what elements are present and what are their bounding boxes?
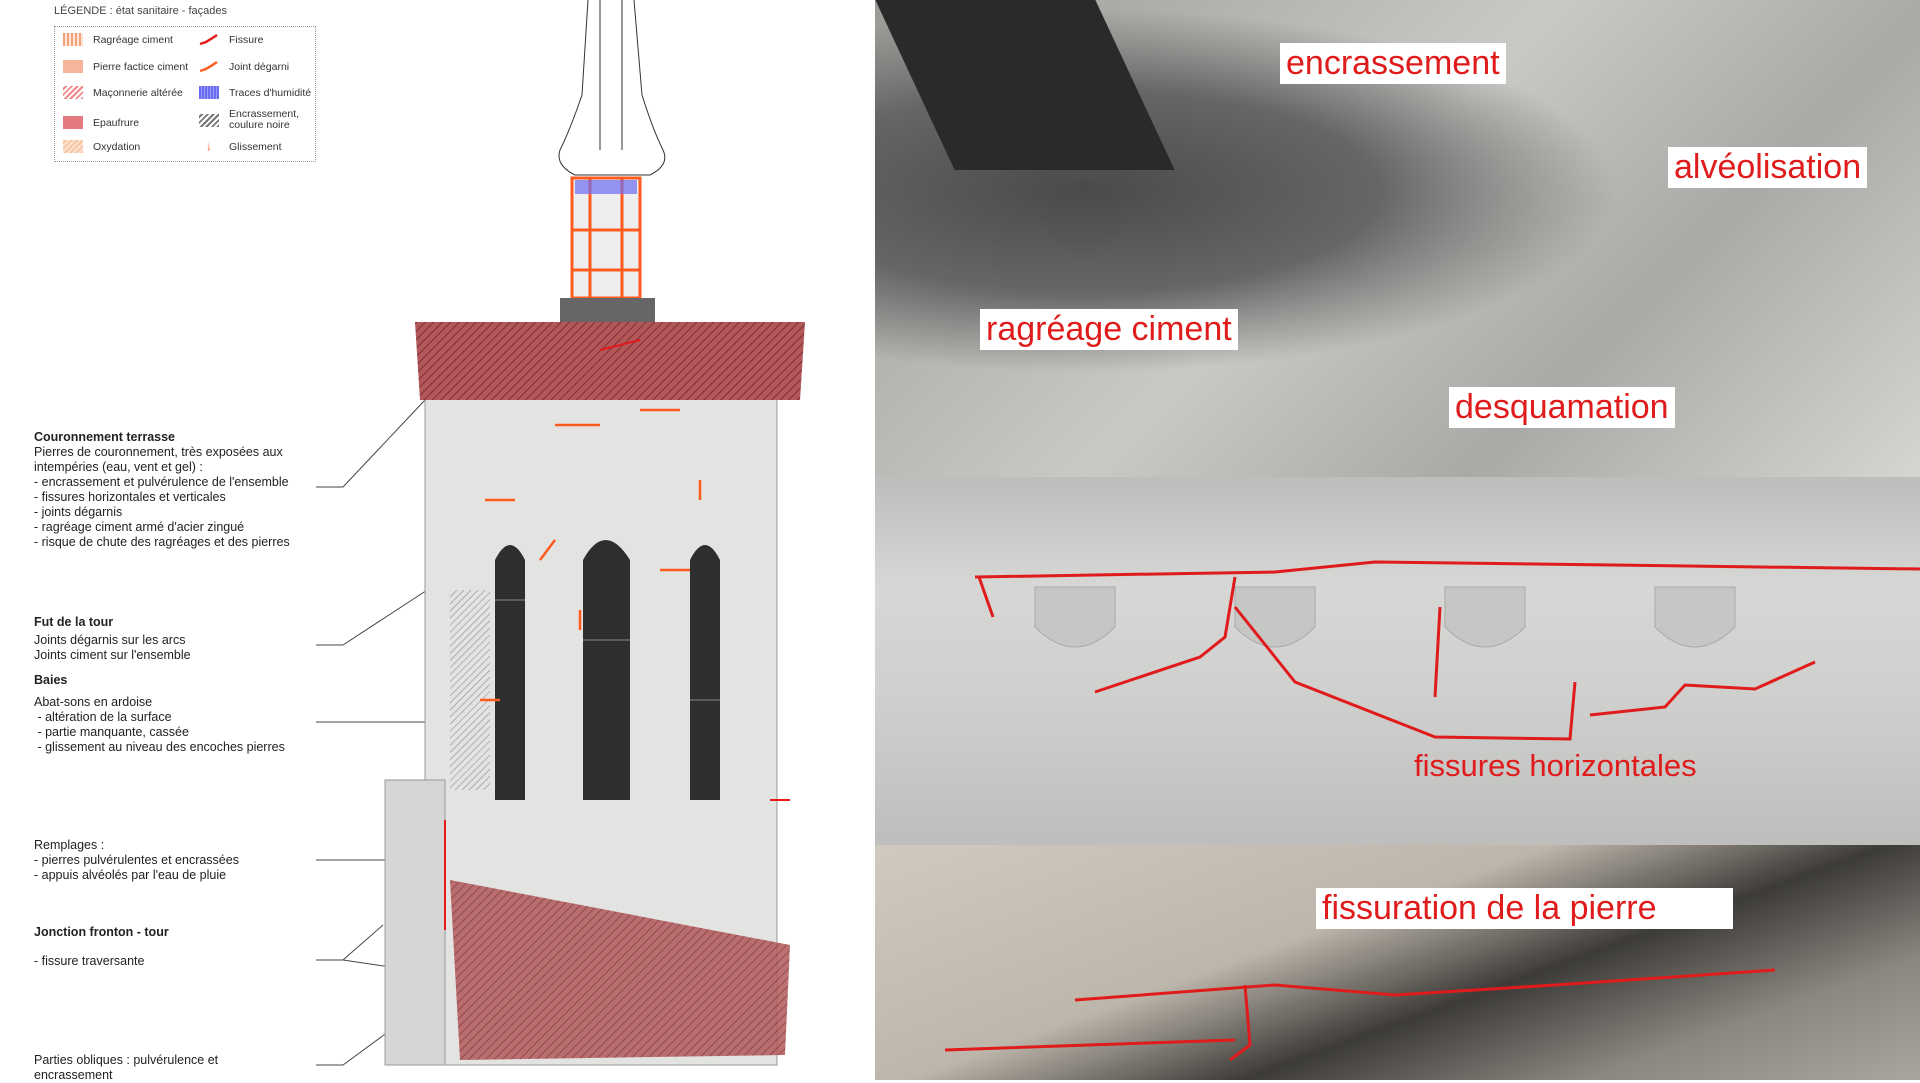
- joint-marks: [480, 408, 702, 702]
- legend-title: LÉGENDE : état sanitaire - façades: [54, 5, 228, 17]
- note-abat-sons: Abat-sons en ardoise - altération de la …: [34, 695, 285, 755]
- label-fissures-horizontales: fissures horizontales: [1414, 748, 1697, 783]
- note-line: Parties obliques : pulvérulence et: [34, 1053, 219, 1067]
- note-line: encrassement: [34, 1068, 113, 1082]
- solid-swatch-icon: [63, 60, 83, 73]
- note-line: Remplages :: [34, 838, 105, 852]
- legend-label: Traces d'humidité: [229, 86, 312, 99]
- crown-hatch: [415, 322, 805, 400]
- crack-overlay: [944, 968, 1776, 1062]
- grey-hatch-swatch-icon: [199, 113, 219, 127]
- note-line: - pierres pulvérulentes et encrassées: [34, 853, 239, 867]
- legend-item: Oxydation: [63, 140, 140, 153]
- vertical-hatch-swatch-icon: [63, 33, 83, 46]
- legend-label: Pierre factice ciment: [93, 60, 189, 73]
- spire: [558, 0, 666, 176]
- note-line: - partie manquante, cassée: [34, 725, 189, 739]
- note-line: Pierres de couronnement, très exposées a…: [34, 445, 283, 459]
- photo-cornice-cracks: fissures horizontales: [875, 477, 1920, 845]
- legend-label: Fissure: [229, 33, 264, 46]
- note-title: Baies: [34, 673, 68, 687]
- label-alveolisation: alvéolisation: [1668, 147, 1868, 188]
- legend-item: Pierre factice ciment: [63, 60, 188, 73]
- label-desquamation: desquamation: [1449, 387, 1675, 428]
- photo-shadow: [875, 0, 1175, 170]
- legend-label: Glissement: [229, 140, 282, 153]
- note-line: - altération de la surface: [34, 710, 172, 724]
- bay-louvres: [495, 540, 720, 800]
- note-line: Joints dégarnis sur les arcs: [34, 633, 186, 647]
- note-body: Pierres de couronnement, très exposées a…: [34, 445, 290, 550]
- note-fissure-traversante: - fissure traversante: [34, 954, 144, 969]
- legend-item: Encrassement, coulure noire: [199, 109, 317, 131]
- legend-item: ↓ Glissement: [199, 140, 282, 153]
- note-baies: Baies: [34, 673, 67, 688]
- note-line: - fissures horizontales et verticales: [34, 490, 226, 504]
- note-body: Abat-sons en ardoise - altération de la …: [34, 695, 285, 755]
- note-body: - fissure traversante: [34, 954, 144, 969]
- photo-masonry-closeup: encrassement alvéolisation ragréage cime…: [875, 0, 1920, 477]
- blue-hatch-swatch-icon: [199, 86, 219, 99]
- note-line: - encrassement et pulvérulence de l'ense…: [34, 475, 289, 489]
- photo-stone-fissuration: fissuration de la pierre: [875, 845, 1920, 1080]
- legend-item: Ragréage ciment: [63, 33, 173, 46]
- base-hatch: [450, 880, 790, 1060]
- joint-line-icon: [199, 60, 218, 73]
- note-line: - risque de chute des ragréages et des p…: [34, 535, 290, 549]
- legend: Ragréage ciment Pierre factice ciment Ma…: [54, 26, 316, 162]
- legend-item: Fissure: [199, 33, 263, 46]
- label-encrassement: encrassement: [1280, 43, 1506, 84]
- diagonal-hatch-swatch-icon: [63, 86, 83, 99]
- note-jonction: Jonction fronton - tour: [34, 925, 169, 940]
- note-title: Fut de la tour: [34, 615, 114, 629]
- tower-elevation-drawing: [316, 0, 805, 1066]
- legend-label: Encrassement, coulure noire: [229, 108, 300, 131]
- note-remplages: Remplages :- pierres pulvérulentes et en…: [34, 838, 239, 883]
- label-fissuration-de-la-pierre: fissuration de la pierre: [1316, 888, 1733, 929]
- legend-item: Joint dégarni: [199, 60, 289, 73]
- legend-item: Epaufrure: [63, 116, 139, 129]
- legend-label: Joint dégarni: [229, 60, 290, 73]
- note-title: Jonction fronton - tour: [34, 925, 169, 939]
- note-line: - joints dégarnis: [34, 505, 123, 519]
- diagonal-hatch-swatch-icon: [63, 140, 83, 153]
- legend-label: Epaufrure: [93, 116, 140, 129]
- note-line: Joints ciment sur l'ensemble: [34, 648, 191, 662]
- legend-item: Traces d'humidité: [199, 86, 311, 99]
- label-ragreage-ciment: ragréage ciment: [980, 309, 1238, 350]
- note-line: - appuis alvéolés par l'eau de pluie: [34, 868, 227, 882]
- crack-marks: [444, 339, 790, 930]
- note-body: Remplages :- pierres pulvérulentes et en…: [34, 838, 239, 883]
- legend-label: Maçonnerie altérée: [93, 86, 183, 99]
- note-line: - fissure traversante: [34, 954, 145, 968]
- note-line: intempéries (eau, vent et gel) :: [34, 460, 203, 474]
- arrow-down-icon: ↓: [206, 139, 212, 153]
- legend-item: Maçonnerie altérée: [63, 86, 183, 99]
- note-line: Abat-sons en ardoise: [34, 695, 153, 709]
- lantern: [570, 176, 642, 300]
- note-title: Couronnement terrasse: [34, 430, 176, 444]
- crack-line-icon: [199, 33, 218, 46]
- note-line: - ragréage ciment armé d'acier zingué: [34, 520, 245, 534]
- legend-label: Oxydation: [93, 140, 141, 153]
- crack-overlay: [974, 560, 1920, 741]
- note-line: - glissement au niveau des encoches pier…: [34, 740, 285, 754]
- solid-swatch-icon: [63, 116, 83, 129]
- legend-label: Ragréage ciment: [93, 33, 173, 46]
